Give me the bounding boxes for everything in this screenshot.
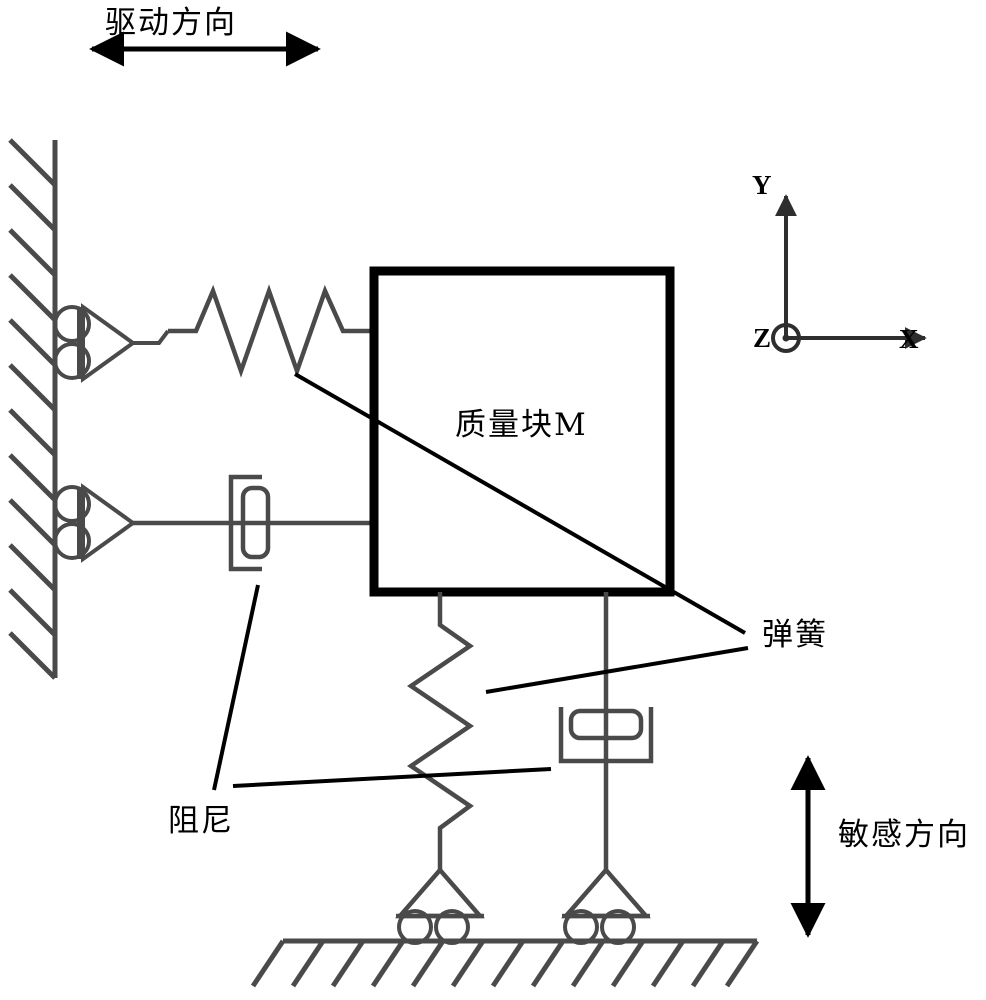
axis-x-label: X [899,324,919,354]
axis-y-label: Y [752,170,772,200]
vertical-damper [558,592,654,870]
damping-label: 阻尼 [168,803,234,839]
ground-support-right [561,866,651,945]
coordinate-axes [771,194,927,353]
ground-support-left [395,866,485,945]
leader-spring-upper [294,372,746,635]
left-wall [8,138,58,680]
leader-damping-upper [212,584,260,791]
vertical-spring [406,592,475,870]
axis-z-label: Z [753,323,772,353]
leader-spring-lower [485,646,749,694]
ground-line [250,938,760,988]
damper-piston [568,708,644,741]
damper-piston [240,485,271,560]
leader-lines [212,372,749,791]
drive-direction-label: 驱动方向 [105,5,237,41]
horizontal-spring [168,284,374,378]
wall-support-lower [53,483,137,563]
z-axis-out-of-page-icon [771,323,801,353]
sense-direction-label: 敏感方向 [838,817,970,853]
spring-label: 弹簧 [762,617,828,653]
leader-damping-lower [232,767,552,788]
wall-support-upper [53,303,170,383]
mass-block-label: 质量块M [455,407,588,443]
mass-block [369,266,675,597]
horizontal-damper [133,474,374,572]
